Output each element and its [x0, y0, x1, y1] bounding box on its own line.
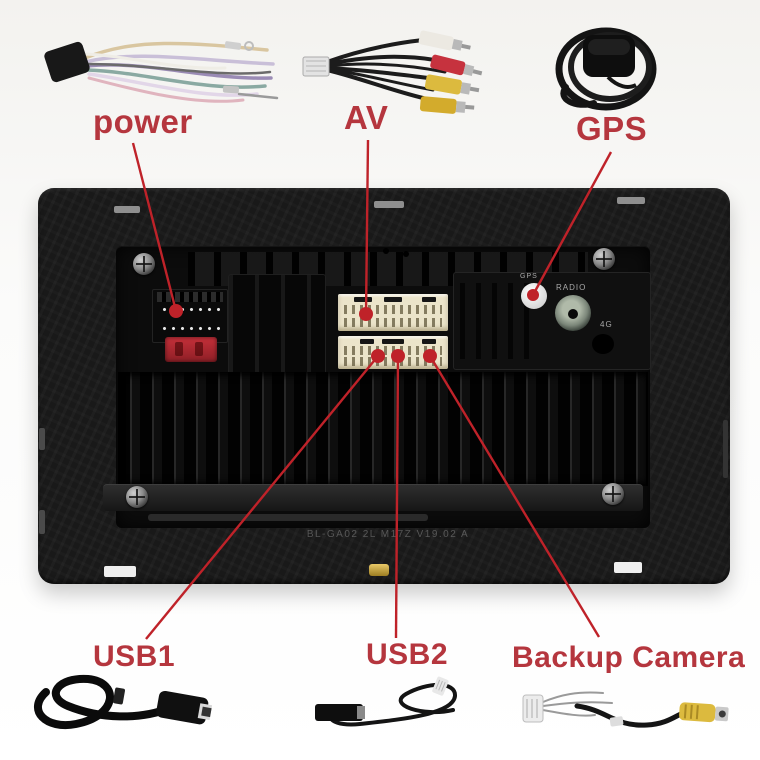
- connector-pins: [344, 318, 442, 327]
- left-edge-slot-1: [39, 428, 45, 450]
- connector-tab: [360, 339, 374, 344]
- pilot-hole-2: [403, 251, 409, 257]
- camera-pin-connector: [522, 694, 544, 723]
- gps-antenna-image: [555, 27, 657, 111]
- connector-tab: [422, 297, 436, 302]
- av-cable-image: [302, 30, 483, 114]
- fuse-holder: [165, 337, 217, 362]
- bottom-rail: [103, 484, 643, 511]
- annotation-line-gps: [531, 151, 613, 296]
- label-av: AV: [344, 99, 389, 136]
- usb1-cable: [34, 674, 174, 730]
- label-backup-camera: Backup Camera: [512, 641, 746, 674]
- top-vent-slot-right: [617, 197, 645, 204]
- annotation-line-power: [131, 142, 178, 312]
- usb1-cable-image: [34, 674, 213, 730]
- connector-pins: [344, 346, 442, 355]
- label-usb1: USB1: [93, 640, 176, 673]
- annotation-line-backup-camera: [428, 355, 601, 638]
- cellular-label: 4G: [600, 320, 613, 329]
- cellular-antenna-hole: [592, 334, 614, 354]
- label-gps: GPS: [576, 110, 648, 147]
- top-vent-slot-left: [114, 206, 140, 213]
- av-connector-plug: [302, 56, 330, 77]
- left-edge-slot-2: [39, 510, 45, 534]
- pilot-hole-1: [383, 248, 389, 254]
- connector-pins: [344, 357, 442, 366]
- power-pin-row-1: [160, 307, 220, 312]
- rca-plug-yellow-1: [424, 74, 480, 95]
- heatsink-fins: [118, 372, 648, 486]
- connector-pins: [344, 305, 442, 314]
- rca-plug-yellow-2: [419, 96, 475, 114]
- gold-antenna-pin: [369, 564, 389, 576]
- camera-cable-tie: [609, 716, 624, 727]
- radio-jack-label: RADIO: [556, 283, 587, 292]
- usb1-plug: [156, 690, 213, 725]
- radio-antenna-jack: [555, 295, 591, 331]
- annotation-dot-usb2: [391, 349, 405, 363]
- usb2-mini-connector: [432, 676, 449, 696]
- camera-rca-jack-yellow: [679, 702, 729, 723]
- bottom-slot-right: [614, 562, 642, 573]
- bottom-trim-strip: [148, 514, 428, 521]
- power-connector: [152, 289, 228, 343]
- antenna-jack-panel: GPS RADIO 4G: [453, 272, 651, 370]
- connector-tab: [384, 297, 402, 302]
- power-plug: [44, 41, 90, 83]
- connector-tab: [354, 297, 372, 302]
- annotation-dot-gps: [527, 289, 539, 301]
- screw-bottom-left: [126, 486, 148, 508]
- power-pin-row-2: [160, 326, 220, 331]
- model-stamp: BL-GA02 2L M17Z V19.02 A: [306, 529, 470, 540]
- power-terminals: [222, 41, 279, 100]
- camera-cable: [574, 703, 690, 728]
- label-usb2: USB2: [366, 638, 449, 671]
- connector-tab: [382, 339, 404, 344]
- gps-jack-label: GPS: [520, 273, 538, 280]
- connector-tab: [422, 339, 436, 344]
- usb2-plug: [315, 704, 365, 721]
- center-socket: [228, 274, 326, 388]
- annotation-line-usb1: [145, 355, 379, 640]
- screw-bottom-right: [602, 483, 624, 505]
- jack-panel-vents: [460, 283, 530, 359]
- power-harness-image: [44, 41, 279, 103]
- annotation-dot-usb1: [371, 349, 385, 363]
- annotation-dot-av: [359, 307, 373, 321]
- annotation-dot-power: [169, 304, 183, 318]
- annotation-line-av: [364, 139, 370, 315]
- top-vent-slot-center: [374, 201, 404, 208]
- annotation-line-usb2: [394, 355, 400, 639]
- screw-top-left: [133, 253, 155, 275]
- rca-plug-white: [418, 30, 471, 51]
- power-wires: [83, 41, 275, 103]
- head-unit-rear-image: GPS RADIO 4G BL-GA02 2L M17Z V19.02 A: [38, 188, 730, 584]
- bottom-slot-left: [104, 566, 136, 577]
- right-edge-seam: [723, 420, 728, 478]
- label-power: power: [93, 103, 193, 140]
- annotation-dot-backup-camera: [423, 349, 437, 363]
- av-wires: [325, 38, 447, 100]
- power-connector-pins: [157, 292, 223, 302]
- backup-camera-cable-image: [522, 691, 729, 728]
- usb1-cable-tie: [113, 687, 125, 705]
- camera-connector-wires: [542, 691, 613, 717]
- screw-top-right: [593, 248, 615, 270]
- usb2-cable-image: [315, 676, 457, 727]
- gps-antenna-puck: [583, 35, 637, 89]
- av-harness-connector: [338, 294, 448, 331]
- rca-plug-red: [430, 54, 483, 77]
- radio-jack-hole: [568, 309, 578, 319]
